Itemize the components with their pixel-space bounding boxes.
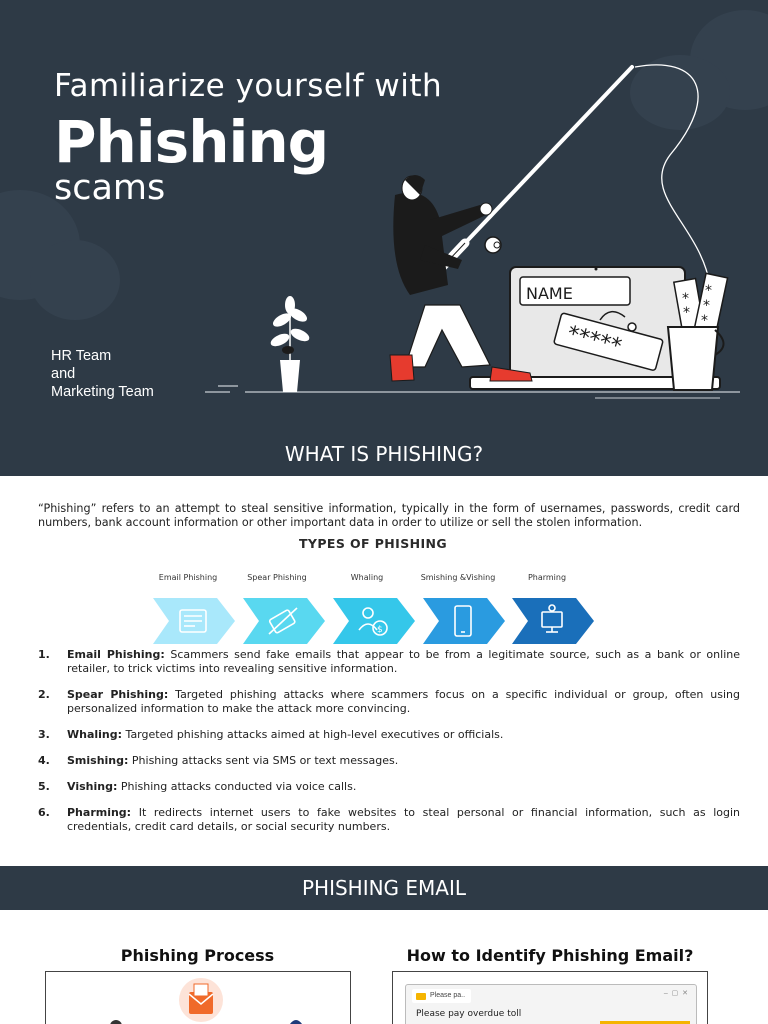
team-line: HR Team <box>51 348 112 364</box>
chevron-smishing-vishing <box>423 598 505 644</box>
list-term: Vishing: <box>67 780 118 793</box>
list-text: Targeted phishing attacks where scammers… <box>67 688 740 715</box>
email-subject: Please pay overdue toll <box>416 1009 522 1019</box>
list-term: Pharming: <box>67 806 132 819</box>
list-item: 4. Smishing: Phishing attacks sent via SM… <box>38 754 740 768</box>
bucket-icon: * * * * * <box>666 272 729 391</box>
list-text: Phishing attacks sent via SMS or text me… <box>128 754 399 767</box>
name-field-text: NAME <box>526 284 573 303</box>
section-title-phishing-email: PHISHING EMAIL <box>0 866 768 910</box>
cloud-decoration <box>30 240 120 320</box>
phone-icon <box>454 605 472 637</box>
list-item: 6. Pharming: It redirects internet users … <box>38 806 740 834</box>
hero-banner: Familiarize yourself with Phishing scams… <box>0 0 768 476</box>
tab-label: Please pa.. <box>430 992 466 999</box>
list-item: 3. Whaling: Targeted phishing attacks aim… <box>38 728 740 742</box>
list-term: Whaling: <box>67 728 123 741</box>
list-item: 5. Vishing: Phishing attacks conducted vi… <box>38 780 740 794</box>
svg-text:*: * <box>701 313 708 329</box>
type-label-spear-phishing: Spear Phishing <box>247 573 307 582</box>
phishing-process-panel <box>45 971 351 1024</box>
svg-text:*: * <box>683 305 690 321</box>
chevron-spear-phishing <box>243 598 325 644</box>
phishing-types-list: 1. Email Phishing: Scammers send fake ema… <box>38 648 740 834</box>
type-label-email-phishing: Email Phishing <box>158 573 218 582</box>
svg-text:*: * <box>682 291 689 307</box>
list-number: 3. <box>38 728 50 741</box>
chevron-pharming <box>512 598 594 644</box>
list-term: Smishing: <box>67 754 129 767</box>
list-term: Spear Phishing: <box>67 688 169 701</box>
computer-icon <box>541 604 563 633</box>
chevron-email-phishing <box>153 598 235 644</box>
list-text: Targeted phishing attacks aimed at high-… <box>122 728 504 741</box>
hero-title-line1: Familiarize yourself with <box>54 68 443 104</box>
identify-phishing-panel: Please pa.. – ▢ ✕ Please pay overdue tol… <box>392 971 708 1024</box>
list-item: 2. Spear Phishing: Targeted phishing atta… <box>38 688 740 716</box>
executive-icon: $ <box>358 607 388 636</box>
list-number: 5. <box>38 780 50 793</box>
type-label-pharming: Pharming <box>527 573 567 582</box>
svg-text:$: $ <box>377 625 383 635</box>
hero-title-line2: Phishing <box>54 108 329 176</box>
browser-tab[interactable]: Please pa.. <box>412 989 472 1003</box>
plant-icon <box>270 296 310 392</box>
phishing-process-diagram <box>110 978 302 1024</box>
list-text: It redirects internet users to fake webs… <box>67 806 740 833</box>
list-number: 4. <box>38 754 50 767</box>
list-number: 1. <box>38 648 50 661</box>
mail-icon <box>416 993 426 1000</box>
browser-window: Please pa.. – ▢ ✕ Please pay overdue tol… <box>405 984 697 1024</box>
window-controls[interactable]: – ▢ ✕ <box>663 990 688 997</box>
list-text: Phishing attacks conducted via voice cal… <box>117 780 357 793</box>
list-item: 1. Email Phishing: Scammers send fake ema… <box>38 648 740 676</box>
cloud-decoration <box>630 55 730 130</box>
email-icon <box>179 609 207 633</box>
spear-icon <box>268 607 298 635</box>
phishing-process-title: Phishing Process <box>120 946 275 965</box>
svg-text:*: * <box>703 298 710 314</box>
list-number: 6. <box>38 806 50 819</box>
hero-team-credits: HR Team and Marketing Team <box>51 347 154 401</box>
fisherman-illustration: NAME ***** * * * * * <box>205 64 740 399</box>
phishing-definition: “Phishing” refers to an attempt to steal… <box>38 502 740 529</box>
identify-phishing-title: How to Identify Phishing Email? <box>406 946 694 965</box>
team-line: and <box>51 366 76 382</box>
subject-highlight <box>600 1021 690 1024</box>
type-label-whaling: Whaling <box>350 573 384 582</box>
chevron-whaling: $ <box>333 598 415 644</box>
types-of-phishing-title: TYPES OF PHISHING <box>298 536 448 551</box>
svg-text:*: * <box>705 283 712 299</box>
fisherman-figure <box>389 175 533 382</box>
type-label-smishing-vishing: Smishing &Vishing <box>420 573 496 582</box>
envelope-icon <box>188 983 214 1014</box>
laptop-icon: NAME ***** <box>469 266 721 390</box>
list-text: Scammers send fake emails that appear to… <box>67 648 740 675</box>
list-number: 2. <box>38 688 50 701</box>
list-term: Email Phishing: <box>67 648 165 661</box>
hero-title-line3: scams <box>54 168 166 208</box>
team-line: Marketing Team <box>51 384 154 400</box>
section-title-what-is-phishing: WHAT IS PHISHING? <box>284 442 484 466</box>
